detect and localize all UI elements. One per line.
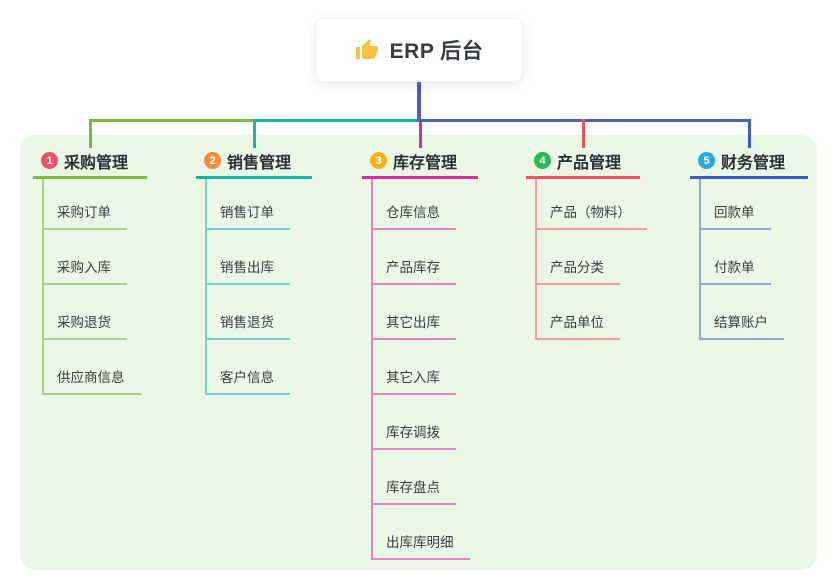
thumbs-up-icon <box>355 39 378 59</box>
branch-drop-5 <box>747 119 751 148</box>
sub-node[interactable]: 产品分类 <box>535 259 620 285</box>
branch-number-badge: 5 <box>698 152 715 169</box>
content-panel <box>20 135 817 570</box>
branch-number-badge: 4 <box>534 152 551 169</box>
sub-node[interactable]: 采购订单 <box>42 204 127 230</box>
sub-node[interactable]: 供应商信息 <box>42 369 141 395</box>
sub-node[interactable]: 采购退货 <box>42 314 127 340</box>
sub-node[interactable]: 产品（物料） <box>535 204 647 230</box>
sub-node[interactable]: 客户信息 <box>205 369 290 395</box>
branch-drop-2 <box>252 119 256 148</box>
branch-node-4[interactable]: 4 产品管理 <box>526 145 640 179</box>
branch-number-badge: 2 <box>204 152 221 169</box>
branch-stem-3 <box>371 178 373 560</box>
sub-node[interactable]: 付款单 <box>699 259 771 285</box>
bus-segment-left <box>88 119 256 122</box>
sub-node[interactable]: 其它出库 <box>371 314 456 340</box>
branch-label: 财务管理 <box>721 154 786 172</box>
branch-node-5[interactable]: 5 财务管理 <box>690 145 808 179</box>
sub-node[interactable]: 产品库存 <box>371 259 456 285</box>
bus-segment-middle <box>252 119 422 122</box>
sub-node[interactable]: 产品单位 <box>535 314 620 340</box>
branch-label: 销售管理 <box>227 154 292 172</box>
branch-drop-4 <box>581 119 585 148</box>
sub-node[interactable]: 库存盘点 <box>371 479 456 505</box>
branch-label: 库存管理 <box>393 154 458 172</box>
branch-node-1[interactable]: 1 采购管理 <box>33 145 147 179</box>
branch-label: 采购管理 <box>64 154 129 172</box>
branch-node-2[interactable]: 2 销售管理 <box>196 145 312 179</box>
branch-drop-1 <box>88 119 92 148</box>
sub-node[interactable]: 采购入库 <box>42 259 127 285</box>
sub-node[interactable]: 回款单 <box>699 204 771 230</box>
sub-node[interactable]: 销售出库 <box>205 259 290 285</box>
sub-node[interactable]: 结算账户 <box>699 314 784 340</box>
branch-stem-1 <box>42 178 44 395</box>
root-connector-stem <box>417 82 421 122</box>
sub-node[interactable]: 销售退货 <box>205 314 290 340</box>
branch-number-badge: 1 <box>41 152 58 169</box>
branch-number-badge: 3 <box>370 152 387 169</box>
sub-node[interactable]: 库存调拨 <box>371 424 456 450</box>
branch-stem-5 <box>699 178 701 340</box>
branch-stem-4 <box>535 178 537 340</box>
branch-drop-3 <box>418 122 422 148</box>
root-node-label: ERP 后台 <box>389 40 484 63</box>
sub-node[interactable]: 仓库信息 <box>371 204 456 230</box>
sub-node[interactable]: 销售订单 <box>205 204 290 230</box>
sub-node[interactable]: 其它入库 <box>371 369 456 395</box>
branch-node-3[interactable]: 3 库存管理 <box>362 145 478 179</box>
root-node[interactable]: ERP 后台 <box>315 18 523 82</box>
branch-label: 产品管理 <box>557 154 622 172</box>
sub-node[interactable]: 出库库明细 <box>371 534 470 560</box>
branch-stem-2 <box>205 178 207 395</box>
